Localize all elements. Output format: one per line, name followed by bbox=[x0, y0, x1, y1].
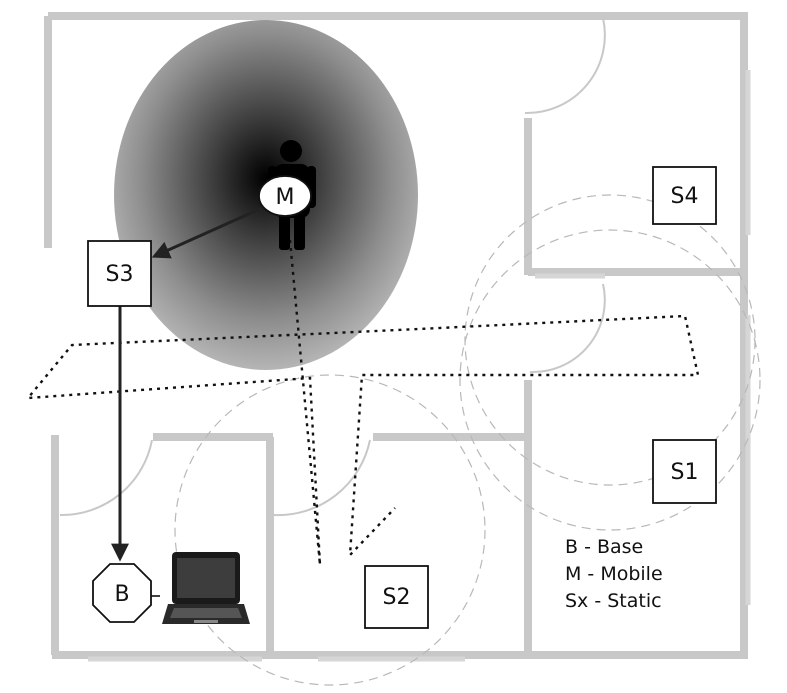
legend-item-mobile: M - Mobile bbox=[565, 563, 663, 585]
doors bbox=[59, 17, 606, 517]
link-mobile-to-s3 bbox=[151, 206, 263, 259]
door-arc-base-room bbox=[59, 439, 153, 517]
static-node-s2: S2 bbox=[364, 565, 429, 629]
static-node-s4: S4 bbox=[652, 166, 717, 225]
base-node-label: B bbox=[114, 582, 129, 607]
s1-node-label: S1 bbox=[671, 460, 699, 485]
legend-item-base: B - Base bbox=[565, 536, 643, 558]
windows bbox=[88, 70, 751, 662]
door-arc-top bbox=[524, 17, 606, 115]
door-arc-right bbox=[529, 283, 606, 374]
door-arc-s2-room bbox=[273, 439, 371, 517]
s2-node-label: S2 bbox=[383, 585, 411, 610]
laptop-icon bbox=[162, 552, 250, 624]
static-node-s3: S3 bbox=[87, 240, 152, 307]
range-s1 bbox=[459, 229, 761, 531]
range-s2 bbox=[174, 374, 486, 686]
s4-node-label: S4 bbox=[671, 184, 699, 209]
legend: B - Base M - Mobile Sx - Static bbox=[565, 536, 663, 612]
base-node: B bbox=[92, 563, 160, 623]
legend-item-static: Sx - Static bbox=[565, 590, 662, 612]
mobile-node: M bbox=[258, 175, 312, 217]
mobile-node-label: M bbox=[276, 185, 295, 210]
walls bbox=[44, 12, 748, 659]
static-node-s1: S1 bbox=[652, 439, 717, 504]
sensor-ranges bbox=[174, 194, 761, 686]
s3-node-label: S3 bbox=[106, 262, 134, 287]
